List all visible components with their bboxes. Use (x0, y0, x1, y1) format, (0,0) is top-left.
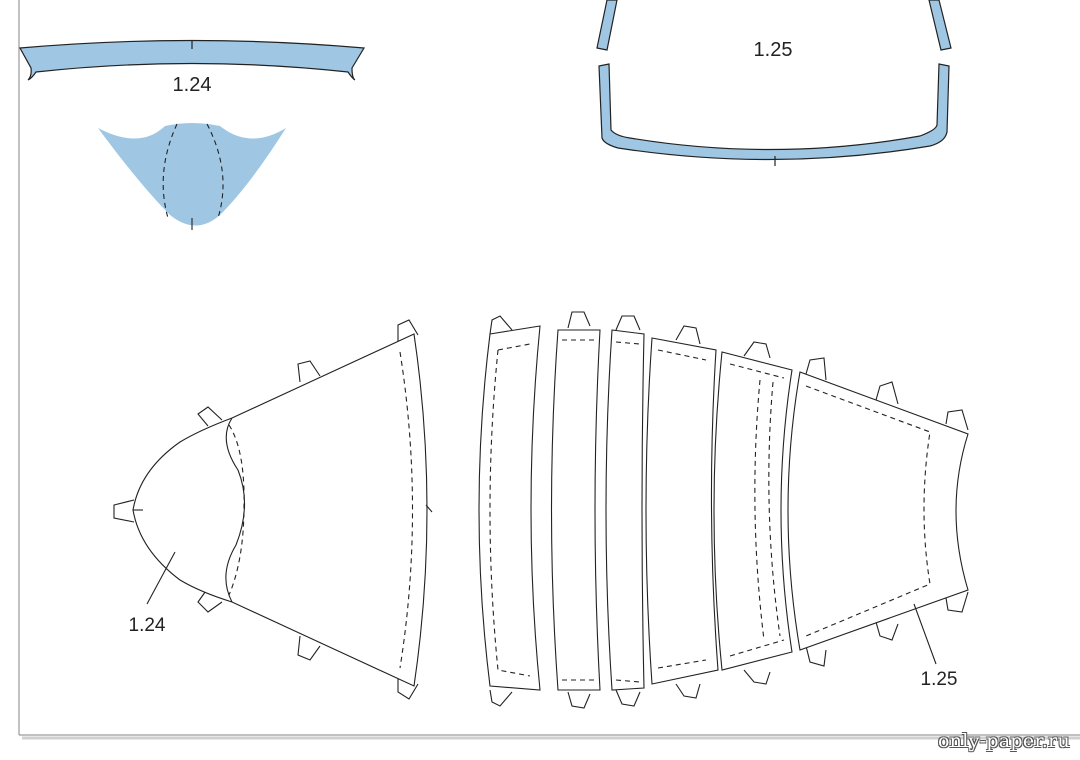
sheet-border (18, 0, 1080, 740)
part-1-25-frame (596, 0, 952, 166)
part-1-24-lens (98, 123, 286, 230)
part-1-24-strip (19, 39, 366, 81)
part-label-bottom-right: 1.25 (921, 669, 958, 690)
part-1-25-segments (478, 311, 969, 709)
watermark-text: only-paper.ru (937, 730, 1070, 752)
part-label-top-left: 1.24 (173, 74, 212, 96)
part-label-bottom-left: 1.24 (129, 615, 166, 636)
part-label-top-right: 1.25 (754, 39, 793, 61)
part-1-24-cone (113, 319, 433, 700)
